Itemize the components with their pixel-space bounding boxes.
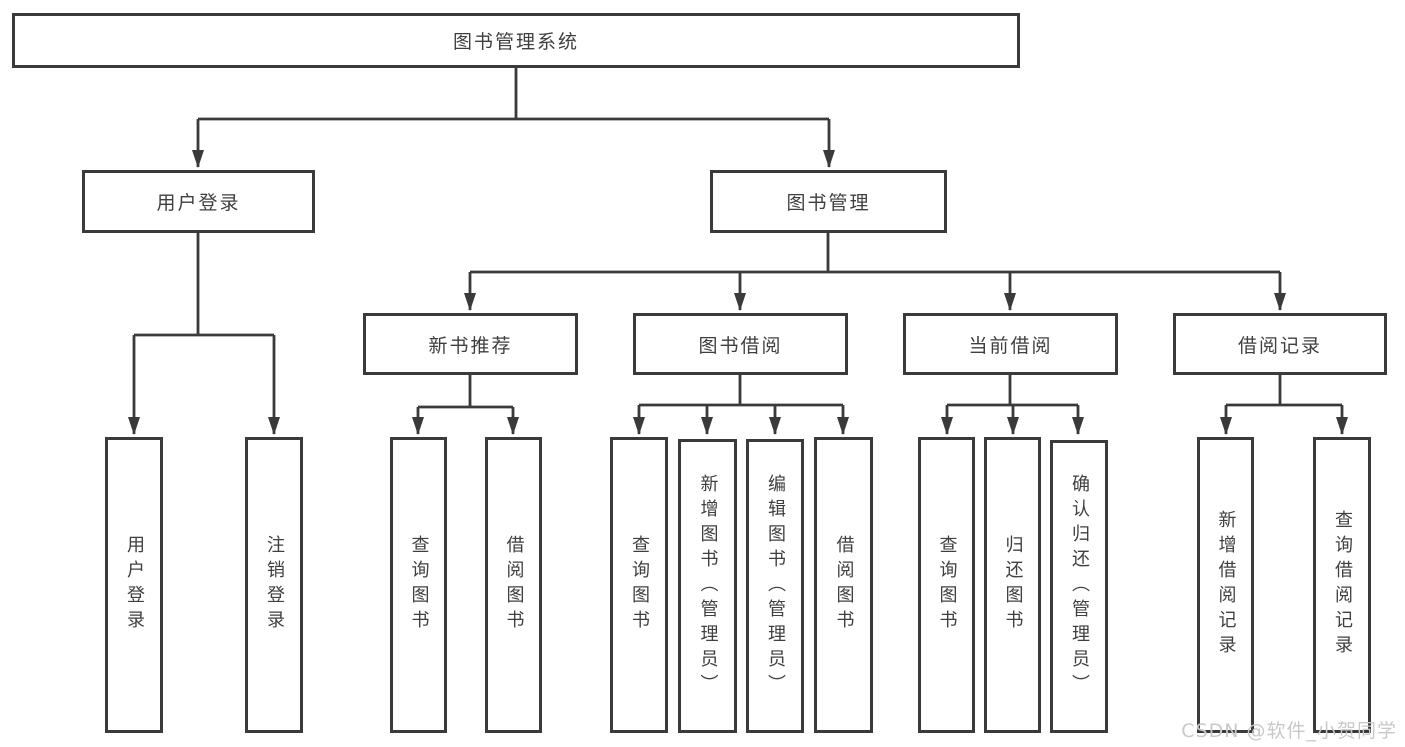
node-current-borrow-label: 当前借阅 xyxy=(968,334,1053,357)
leaf-add-borrow-record-label: 新增借阅记录 xyxy=(1215,510,1237,660)
leaf-return-books-label: 归还图书 xyxy=(1002,535,1024,635)
node-book-borrow-label: 图书借阅 xyxy=(698,334,783,357)
leaf-borrow-books: 借阅图书 xyxy=(814,437,873,733)
leaf-logout-label: 注销登录 xyxy=(264,535,285,635)
leaf-confirm-return-admin-label: 确认归还（管理员） xyxy=(1069,474,1090,699)
node-book-borrow: 图书借阅 xyxy=(633,313,848,375)
leaf-current-query-books-label: 查询图书 xyxy=(936,535,958,635)
leaf-user-login-label: 用户登录 xyxy=(124,535,145,635)
leaf-confirm-return-admin: 确认归还（管理员） xyxy=(1050,440,1108,733)
leaf-return-books: 归还图书 xyxy=(984,437,1041,733)
leaf-edit-books-admin-label: 编辑图书（管理员） xyxy=(765,473,786,699)
leaf-borrow-query-books-label: 查询图书 xyxy=(629,535,650,635)
watermark: CSDN @软件_小贺同学 xyxy=(1181,720,1397,742)
node-new-book-recommend-label: 新书推荐 xyxy=(428,334,513,357)
node-book-management-label: 图书管理 xyxy=(786,192,871,214)
node-borrow-records: 借阅记录 xyxy=(1173,313,1387,375)
leaf-recommend-query-books-label: 查询图书 xyxy=(408,535,430,635)
leaf-add-borrow-record: 新增借阅记录 xyxy=(1197,437,1254,733)
leaf-borrow-books-label: 借阅图书 xyxy=(833,535,855,635)
leaf-recommend-borrow-books: 借阅图书 xyxy=(485,437,542,733)
leaf-user-login: 用户登录 xyxy=(105,437,163,733)
leaf-recommend-query-books: 查询图书 xyxy=(390,437,447,733)
leaf-query-borrow-record: 查询借阅记录 xyxy=(1313,437,1371,733)
leaf-recommend-borrow-books-label: 借阅图书 xyxy=(503,535,525,635)
node-current-borrow: 当前借阅 xyxy=(903,313,1118,375)
node-root-label: 图书管理系统 xyxy=(452,31,579,53)
node-borrow-records-label: 借阅记录 xyxy=(1237,334,1322,357)
leaf-query-borrow-record-label: 查询借阅记录 xyxy=(1332,510,1353,660)
node-book-management: 图书管理 xyxy=(710,170,947,233)
node-user-login-label: 用户登录 xyxy=(156,192,241,214)
node-user-login: 用户登录 xyxy=(82,170,315,233)
leaf-current-query-books: 查询图书 xyxy=(918,437,975,733)
leaf-logout: 注销登录 xyxy=(245,437,303,733)
node-new-book-recommend: 新书推荐 xyxy=(363,313,578,375)
node-root: 图书管理系统 xyxy=(12,13,1020,68)
leaf-edit-books-admin: 编辑图书（管理员） xyxy=(746,439,804,733)
leaf-add-books-admin: 新增图书（管理员） xyxy=(678,439,737,733)
leaf-borrow-query-books: 查询图书 xyxy=(610,437,668,733)
leaf-add-books-admin-label: 新增图书（管理员） xyxy=(697,473,719,699)
